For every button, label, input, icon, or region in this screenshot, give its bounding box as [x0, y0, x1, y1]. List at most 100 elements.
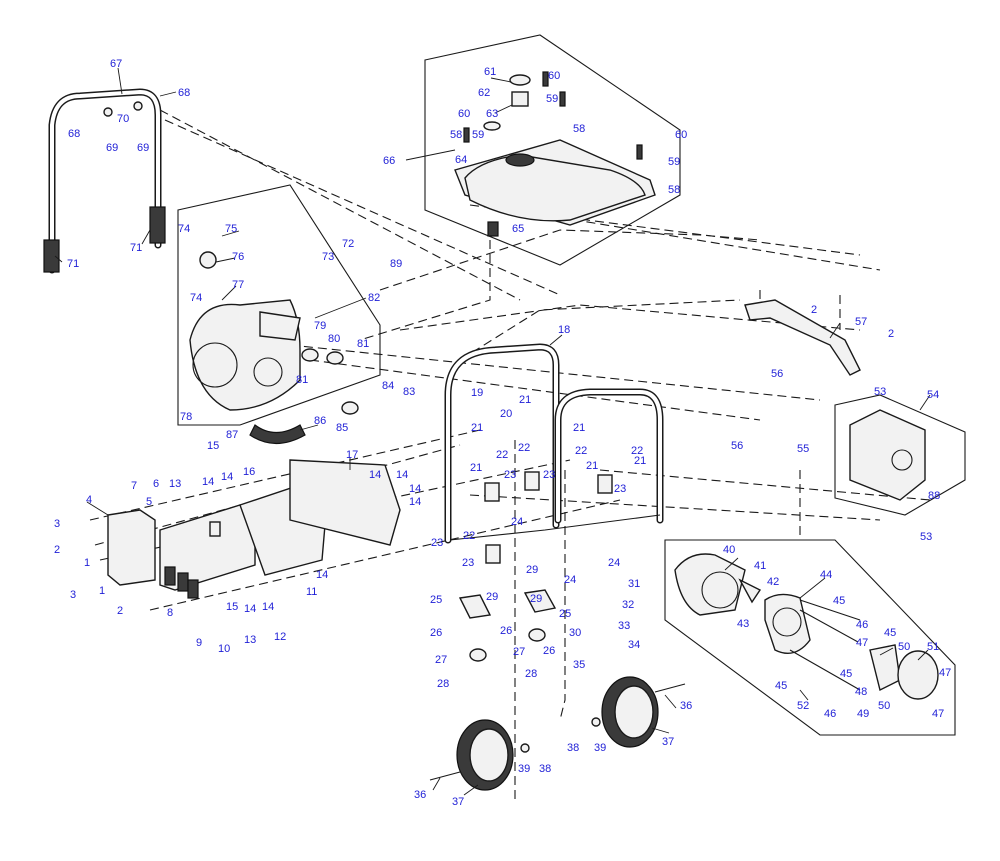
callout-17: 17 [346, 449, 358, 461]
callout-50: 50 [878, 700, 890, 712]
callout-75: 75 [225, 223, 237, 235]
callout-37: 37 [662, 736, 674, 748]
callout-11: 11 [306, 586, 317, 598]
callout-70: 70 [117, 113, 129, 125]
callout-25: 25 [559, 608, 571, 620]
callout-59: 59 [472, 129, 484, 141]
callout-22: 22 [518, 442, 530, 454]
callout-85: 85 [336, 422, 348, 434]
callout-71: 71 [130, 242, 142, 254]
callout-26: 26 [500, 625, 512, 637]
callout-81: 81 [357, 338, 369, 350]
callout-22: 22 [463, 530, 475, 542]
callout-14: 14 [396, 469, 408, 481]
callout-84: 84 [382, 380, 394, 392]
callout-27: 27 [513, 646, 525, 658]
callout-14: 14 [316, 569, 328, 581]
callout-47: 47 [932, 708, 944, 720]
callout-1: 1 [84, 557, 90, 569]
callout-43: 43 [737, 618, 749, 630]
callout-52: 52 [797, 700, 809, 712]
callout-2: 2 [811, 304, 817, 316]
callout-36: 36 [414, 789, 426, 801]
callout-19: 19 [471, 387, 483, 399]
callout-66: 66 [383, 155, 395, 167]
callout-38: 38 [539, 763, 551, 775]
callout-23: 23 [462, 557, 474, 569]
callout-45: 45 [884, 627, 896, 639]
callout-13: 13 [169, 478, 181, 490]
callout-46: 46 [824, 708, 836, 720]
engine-group [177, 184, 381, 445]
callout-47: 47 [939, 667, 951, 679]
callout-76: 76 [232, 251, 244, 263]
callout-31: 31 [628, 578, 640, 590]
control-panel-group [107, 459, 401, 599]
callout-37: 37 [452, 796, 464, 808]
callout-60: 60 [458, 108, 470, 120]
callout-34: 34 [628, 639, 640, 651]
callout-74: 74 [178, 223, 190, 235]
callout-21: 21 [586, 460, 598, 472]
callout-23: 23 [543, 469, 555, 481]
callout-69: 69 [106, 142, 118, 154]
main-frame-group [444, 343, 664, 564]
callout-73: 73 [322, 251, 334, 263]
handle-group [43, 88, 166, 274]
callout-22: 22 [575, 445, 587, 457]
callout-59: 59 [546, 93, 558, 105]
callout-21: 21 [471, 422, 483, 434]
callout-6: 6 [153, 478, 159, 490]
callout-81: 81 [296, 374, 308, 386]
callout-23: 23 [614, 483, 626, 495]
callout-2: 2 [54, 544, 60, 556]
callout-28: 28 [437, 678, 449, 690]
callout-21: 21 [634, 455, 646, 467]
callout-72: 72 [342, 238, 354, 250]
callout-26: 26 [543, 645, 555, 657]
callout-79: 79 [314, 320, 326, 332]
callout-38: 38 [567, 742, 579, 754]
callout-77: 77 [232, 279, 244, 291]
callout-53: 53 [920, 531, 932, 543]
callout-60: 60 [548, 70, 560, 82]
callout-74: 74 [190, 292, 202, 304]
callout-18: 18 [558, 324, 570, 336]
callout-87: 87 [226, 429, 238, 441]
callout-14: 14 [409, 496, 421, 508]
callout-65: 65 [512, 223, 524, 235]
callout-86: 86 [314, 415, 326, 427]
callout-24: 24 [511, 516, 523, 528]
callout-83: 83 [403, 386, 415, 398]
callout-46: 46 [856, 619, 868, 631]
callout-49: 49 [857, 708, 869, 720]
callout-63: 63 [486, 108, 498, 120]
callout-4: 4 [86, 494, 92, 506]
callout-14: 14 [244, 603, 256, 615]
callout-3: 3 [54, 518, 60, 530]
callout-22: 22 [631, 445, 643, 457]
callout-27: 27 [435, 654, 447, 666]
callout-61: 61 [484, 66, 496, 78]
callout-24: 24 [564, 574, 576, 586]
callout-50: 50 [898, 641, 910, 653]
callout-21: 21 [470, 462, 482, 474]
callout-55: 55 [797, 443, 809, 455]
callout-28: 28 [525, 668, 537, 680]
callout-2: 2 [888, 328, 894, 340]
callout-21: 21 [573, 422, 585, 434]
wheels-group [429, 589, 686, 791]
end-cover-group [834, 394, 966, 516]
callout-22: 22 [496, 449, 508, 461]
callout-20: 20 [500, 408, 512, 420]
callout-14: 14 [221, 471, 233, 483]
callout-14: 14 [202, 476, 214, 488]
callout-51: 51 [927, 641, 939, 653]
callout-54: 54 [927, 389, 939, 401]
callout-88: 88 [928, 490, 940, 502]
callout-21: 21 [519, 394, 531, 406]
tank-bracket-group [744, 299, 861, 376]
callout-60: 60 [675, 129, 687, 141]
callout-26: 26 [430, 627, 442, 639]
